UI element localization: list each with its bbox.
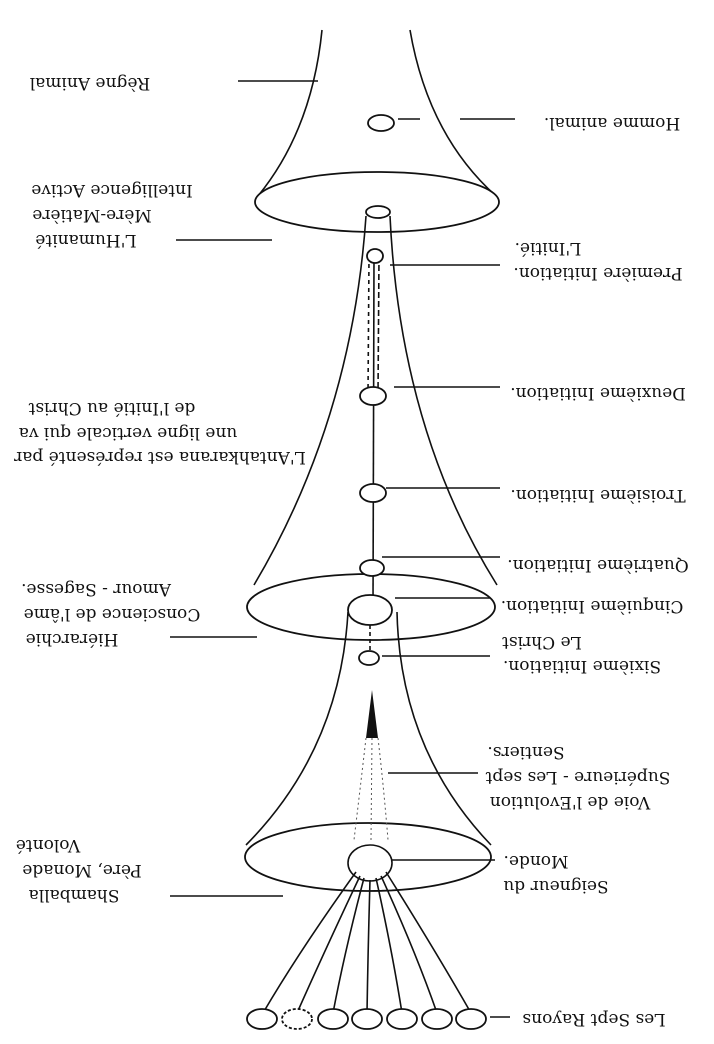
label-sixieme-initiation: Sixième Initiation.	[503, 656, 661, 676]
fifth-initiation-circle	[347, 594, 393, 626]
label-hierarchie: Hiérarchie	[26, 629, 119, 649]
shamballa-ellipse	[244, 822, 492, 892]
antahkarana-line-3	[367, 255, 370, 396]
label-amour-sagesse: Amour - Sagesse.	[21, 579, 172, 599]
antahkarana-line-1	[372, 255, 375, 609]
bottom-funnel-left-edge	[245, 611, 349, 846]
ray-circle-5	[386, 1008, 418, 1030]
label-pere-monade: Père, Monade	[22, 860, 141, 880]
fourth-initiation-circle	[359, 559, 385, 577]
label-monde: Monde.	[504, 851, 569, 871]
label-troisieme-initiation: Troisième Initiation.	[510, 485, 685, 505]
label-quatrieme-initiation: Quatrième Initiation.	[507, 555, 688, 575]
label-superieure: Supérieure - Les sept	[485, 767, 670, 787]
bottom-funnel-right-edge	[396, 611, 492, 846]
label-conscience-ame: Conscience de l'âme	[24, 604, 201, 624]
pillar-top-ellipse	[365, 205, 391, 219]
label-cinquieme-initiation: Cinquième Initiation.	[501, 596, 684, 616]
label-seigneur-du: Seigneur du	[503, 876, 608, 896]
label-intelligence-active: Intelligence Active	[31, 180, 192, 200]
label-le-christ: Le Christ	[502, 632, 582, 652]
first-initiation-circle	[366, 248, 384, 264]
animal-man-circle	[367, 114, 395, 132]
label-deuxieme-initiation: Deuxième Initiation.	[510, 383, 686, 403]
label-sentiers: Sentiers.	[487, 742, 564, 762]
middle-funnel-left-edge	[253, 215, 367, 586]
seven-rays-fibres	[262, 871, 472, 1014]
evolution-path-peak	[366, 690, 378, 738]
ray-circle-3	[317, 1008, 349, 1030]
top-funnel-right-edge	[409, 29, 497, 197]
label-sept-rayons: Les Sept Rayons	[522, 1009, 665, 1029]
label-homme-animal: Homme animal.	[544, 113, 680, 133]
humanity-ellipse	[254, 171, 500, 233]
ray-circle-4	[351, 1008, 383, 1030]
ray-circle-6	[421, 1008, 453, 1030]
ray-circle-7	[455, 1008, 487, 1030]
label-initie: L'Initié.	[515, 238, 582, 258]
label-volonte: Volonté	[16, 835, 81, 855]
ray-circle-1	[246, 1008, 278, 1030]
evolution-path-cone	[353, 737, 389, 841]
label-humanite: L'Humanité	[35, 230, 136, 250]
label-mere-matiere: Mère-Matière	[32, 205, 151, 225]
antahkarana-line-2	[377, 255, 380, 396]
second-initiation-circle	[359, 386, 387, 406]
ray-circle-2	[281, 1008, 313, 1030]
label-premiere-initiation: Première Initiation.	[513, 263, 682, 283]
third-initiation-circle	[359, 483, 387, 503]
top-funnel-left-edge	[257, 29, 323, 197]
label-antahkarana-1: de l'Initié au Christ	[28, 398, 195, 418]
label-regne-animal: Règne Animal	[30, 73, 151, 93]
label-shamballa: Shamballa	[29, 885, 120, 905]
sixth-initiation-circle	[358, 650, 380, 666]
label-voie-evolution: Voie de l'Evolution	[490, 792, 651, 812]
middle-funnel-right-edge	[389, 215, 498, 586]
label-antahkarana-2: une ligne verticale qui va	[19, 423, 238, 443]
label-antahkarana-3: L'Antahkarana est représenté par	[13, 447, 306, 467]
